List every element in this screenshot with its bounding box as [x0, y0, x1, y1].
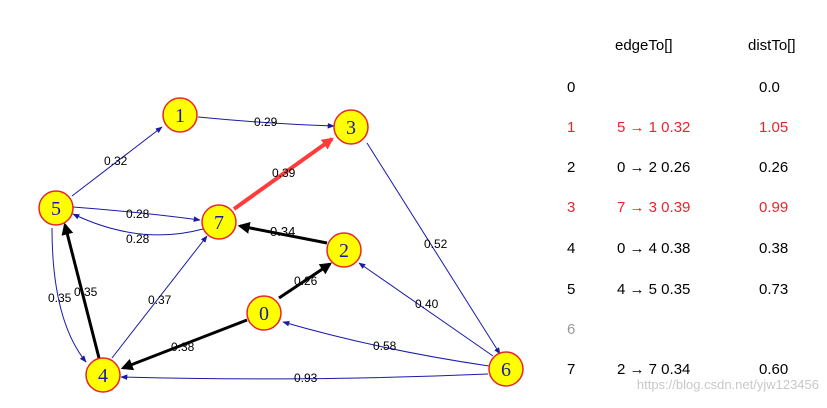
row-edge-to: 2 → 7 0.34 — [617, 361, 691, 378]
table-row-1: 1 5 → 1 0.32 1.05 — [560, 119, 827, 139]
row-dist-to: 1.05 — [759, 119, 789, 136]
edge-5-7-weight: 0.28 — [126, 207, 150, 221]
node-6-label: 6 — [501, 359, 511, 381]
edge-5-1-weight: 0.32 — [104, 154, 128, 168]
row-index: 4 — [567, 240, 576, 257]
edge-0-4 — [120, 318, 248, 371]
edge-1-3-weight: 0.29 — [254, 115, 278, 129]
table-row-7: 7 2 → 7 0.34 0.60 — [560, 361, 827, 381]
edge-6-0 — [282, 321, 490, 367]
row-dist-to: 0.26 — [759, 159, 789, 176]
row-edge-to: 0 → 2 0.26 — [617, 159, 691, 176]
shortest-path-table: edgeTo[] distTo[] 0 0.0 1 5 → 1 0.32 1.0… — [560, 0, 827, 408]
edge-4-5 — [61, 222, 101, 359]
node-1-label: 1 — [175, 105, 185, 127]
row-index: 3 — [567, 199, 576, 216]
edge-0-2 — [278, 262, 332, 300]
row-dist-to: 0.99 — [759, 199, 789, 216]
node-3-label: 3 — [346, 117, 356, 139]
edge-to-header: edgeTo[] — [615, 37, 673, 54]
row-edge-to: 0 → 4 0.38 — [617, 240, 691, 257]
edge-1-3 — [197, 116, 335, 129]
edge-5-4 — [51, 227, 87, 363]
dist-to-header: distTo[] — [748, 37, 796, 54]
edge-2-7 — [237, 221, 328, 245]
edge-7-3-weight: 0.39 — [272, 166, 296, 180]
node-group: 0 1 2 3 4 5 6 7 — [38, 97, 524, 393]
edge-7-5-weight: 0.28 — [126, 232, 150, 246]
node-1: 1 — [162, 97, 198, 133]
table-row-3: 3 7 → 3 0.39 0.99 — [560, 199, 827, 219]
node-3: 3 — [333, 109, 369, 145]
row-edge-to: 4 → 5 0.35 — [617, 281, 691, 298]
node-6: 6 — [488, 351, 524, 387]
edge-0-2-weight: 0.26 — [294, 274, 318, 288]
row-dist-to: 0.38 — [759, 240, 789, 257]
node-7: 7 — [201, 204, 237, 240]
table-row-5: 5 4 → 5 0.35 0.73 — [560, 281, 827, 301]
node-5-label: 5 — [51, 198, 61, 220]
table-row-0: 0 0.0 — [560, 79, 827, 99]
node-7-label: 7 — [214, 212, 224, 234]
edge-6-4-weight: 0.93 — [294, 371, 318, 385]
row-index: 5 — [567, 281, 576, 298]
edge-4-5-weight: 0.35 — [74, 285, 98, 299]
row-dist-to: 0.60 — [759, 361, 789, 378]
edge-5-1 — [71, 126, 163, 197]
row-index: 0 — [567, 79, 576, 96]
edge-5-7 — [72, 206, 201, 222]
edge-3-6 — [366, 142, 501, 355]
edge-6-2 — [358, 262, 494, 357]
row-dist-to: 0.0 — [759, 79, 780, 96]
row-index: 6 — [567, 321, 576, 338]
node-4-label: 4 — [98, 365, 108, 387]
watermark: https://blog.csdn.net/yjw123456 — [636, 377, 819, 392]
row-dist-to: 0.73 — [759, 281, 789, 298]
edge-6-0-weight: 0.58 — [373, 339, 397, 353]
row-index: 1 — [567, 119, 576, 136]
row-index: 2 — [567, 159, 576, 176]
table-row-6: 6 — [560, 321, 827, 341]
edge-0-4-weight: 0.38 — [171, 340, 195, 354]
graph-diagram: 0.29 0.32 0.39 0.28 0.28 0.34 0.26 0.52 … — [38, 97, 524, 393]
table-row-4: 4 0 → 4 0.38 0.38 — [560, 240, 827, 260]
node-5: 5 — [38, 190, 74, 226]
edge-7-5 — [72, 213, 204, 236]
edge-6-2-weight: 0.40 — [415, 297, 439, 311]
node-4: 4 — [85, 357, 121, 393]
node-0-label: 0 — [259, 303, 269, 325]
edge-4-7 — [111, 235, 208, 359]
row-edge-to: 7 → 3 0.39 — [617, 199, 691, 216]
node-2: 2 — [326, 232, 362, 268]
edge-7-3 — [232, 137, 334, 211]
edge-3-6-weight: 0.52 — [424, 237, 448, 251]
row-index: 7 — [567, 361, 576, 378]
node-2-label: 2 — [339, 240, 349, 262]
edge-group: 0.29 0.32 0.39 0.28 0.28 0.34 0.26 0.52 … — [48, 115, 501, 385]
table-row-2: 2 0 → 2 0.26 0.26 — [560, 159, 827, 179]
node-0: 0 — [246, 295, 282, 331]
edge-6-4 — [120, 373, 489, 380]
row-edge-to: 5 → 1 0.32 — [617, 119, 691, 136]
edge-2-7-weight: 0.34 — [270, 224, 295, 239]
edge-5-4-weight: 0.35 — [48, 291, 72, 305]
edge-4-7-weight: 0.37 — [148, 293, 172, 307]
